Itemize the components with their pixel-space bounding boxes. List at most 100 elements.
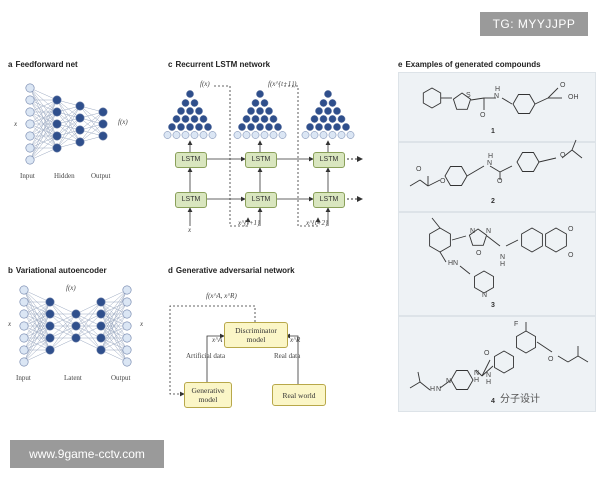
panel-b-latent-var: f(x) <box>66 284 76 292</box>
lstm-output-node <box>256 123 264 131</box>
network-connection <box>75 313 102 339</box>
network-node <box>98 131 108 141</box>
panel-a-output-var: f(x) <box>118 118 128 126</box>
network-node <box>52 143 62 153</box>
network-connection <box>49 313 77 339</box>
lstm-output-node <box>181 99 190 107</box>
network-node <box>45 333 55 343</box>
network-connection <box>79 111 104 143</box>
lstm-output-2: f(x^{t+1}) <box>268 80 297 88</box>
atom-o-3: O <box>416 166 422 173</box>
network-node <box>75 137 85 147</box>
compound-3-box <box>398 212 596 316</box>
panel-b-input-var: x <box>8 320 12 328</box>
lstm-output-node <box>168 123 176 131</box>
network-connection <box>49 301 77 315</box>
lstm-output-node <box>251 99 260 107</box>
network-connection <box>29 99 58 137</box>
network-node <box>71 321 81 331</box>
lstm-network <box>163 85 363 227</box>
lstm-output-node <box>233 131 242 139</box>
network-connection <box>23 289 51 303</box>
lstm-cell-top-2: LSTM <box>245 152 277 168</box>
lstm-cell-top-3: LSTM <box>313 152 345 168</box>
network-node <box>98 119 108 129</box>
network-connection <box>23 349 51 363</box>
panel-b-latent-label: Latent <box>64 374 82 382</box>
atom-nh-2: N <box>487 160 493 167</box>
network-node <box>45 321 55 331</box>
network-node <box>96 321 106 331</box>
network-connection <box>29 99 58 161</box>
network-node <box>96 297 106 307</box>
network-node <box>19 321 29 331</box>
network-connection <box>29 87 58 101</box>
url-watermark: www.9game-cctv.com <box>10 440 164 468</box>
network-connection <box>29 135 58 161</box>
network-connection <box>23 313 51 363</box>
network-node <box>45 345 55 355</box>
lstm-output-node <box>260 131 269 139</box>
network-node <box>52 107 62 117</box>
network-connection <box>100 289 128 351</box>
network-connection <box>49 313 77 327</box>
network-connection <box>75 301 102 339</box>
panel-a-output-label: Output <box>91 172 111 180</box>
lstm-output-node <box>195 107 203 115</box>
lstm-output-node <box>190 131 199 139</box>
lstm-output-node <box>260 99 269 107</box>
network-connection <box>49 325 77 351</box>
network-connection <box>100 301 128 351</box>
lstm-output-node <box>337 131 346 139</box>
atom-o-9: O <box>568 252 574 259</box>
network-connection <box>56 117 81 149</box>
compound-number-4: 4 <box>491 398 495 405</box>
lstm-cell-bottom-3: LSTM <box>313 192 345 208</box>
atom-o-8: O <box>568 226 574 233</box>
lstm-output-node <box>186 107 194 115</box>
network-connection <box>29 99 58 125</box>
network-connection <box>75 301 102 315</box>
xr-label: x^R <box>290 336 301 344</box>
network-connection <box>100 337 128 351</box>
network-node <box>96 309 106 319</box>
network-node <box>52 119 62 129</box>
network-connection <box>100 289 128 315</box>
network-connection <box>56 105 81 125</box>
network-connection <box>79 111 104 131</box>
network-connection <box>100 313 128 351</box>
atom-n-8: N <box>436 386 442 393</box>
lstm-output-node <box>333 123 341 131</box>
network-node <box>71 309 81 319</box>
lstm-output-node <box>181 115 190 123</box>
xa-label: x^A <box>212 336 223 344</box>
network-connection <box>56 105 81 137</box>
network-connection <box>100 349 128 363</box>
gan-real-arrow <box>285 333 299 384</box>
atom-o-4: O <box>440 178 446 185</box>
network-node <box>45 297 55 307</box>
autoencoder-network <box>19 285 132 367</box>
lstm-output-node <box>260 115 269 123</box>
panel-b-output-var: x <box>140 320 144 328</box>
lstm-output-node <box>319 99 328 107</box>
lstm-output-node <box>346 131 355 139</box>
network-node <box>96 333 106 343</box>
network-node <box>71 333 81 343</box>
network-node <box>122 345 132 355</box>
lstm-output-node <box>195 123 203 131</box>
atom-hn-1: HN <box>448 260 459 267</box>
lstm-output-node <box>208 131 217 139</box>
lstm-output-node <box>265 107 273 115</box>
lstm-feedback-loop <box>284 85 321 227</box>
atom-n-6: N <box>486 372 492 379</box>
network-node <box>98 107 108 117</box>
network-node <box>45 309 55 319</box>
network-node <box>19 285 29 295</box>
lstm-output-node <box>269 131 278 139</box>
telegram-watermark: TG: MYYJJPP <box>480 12 588 36</box>
lstm-output-1: f(x) <box>200 80 210 88</box>
